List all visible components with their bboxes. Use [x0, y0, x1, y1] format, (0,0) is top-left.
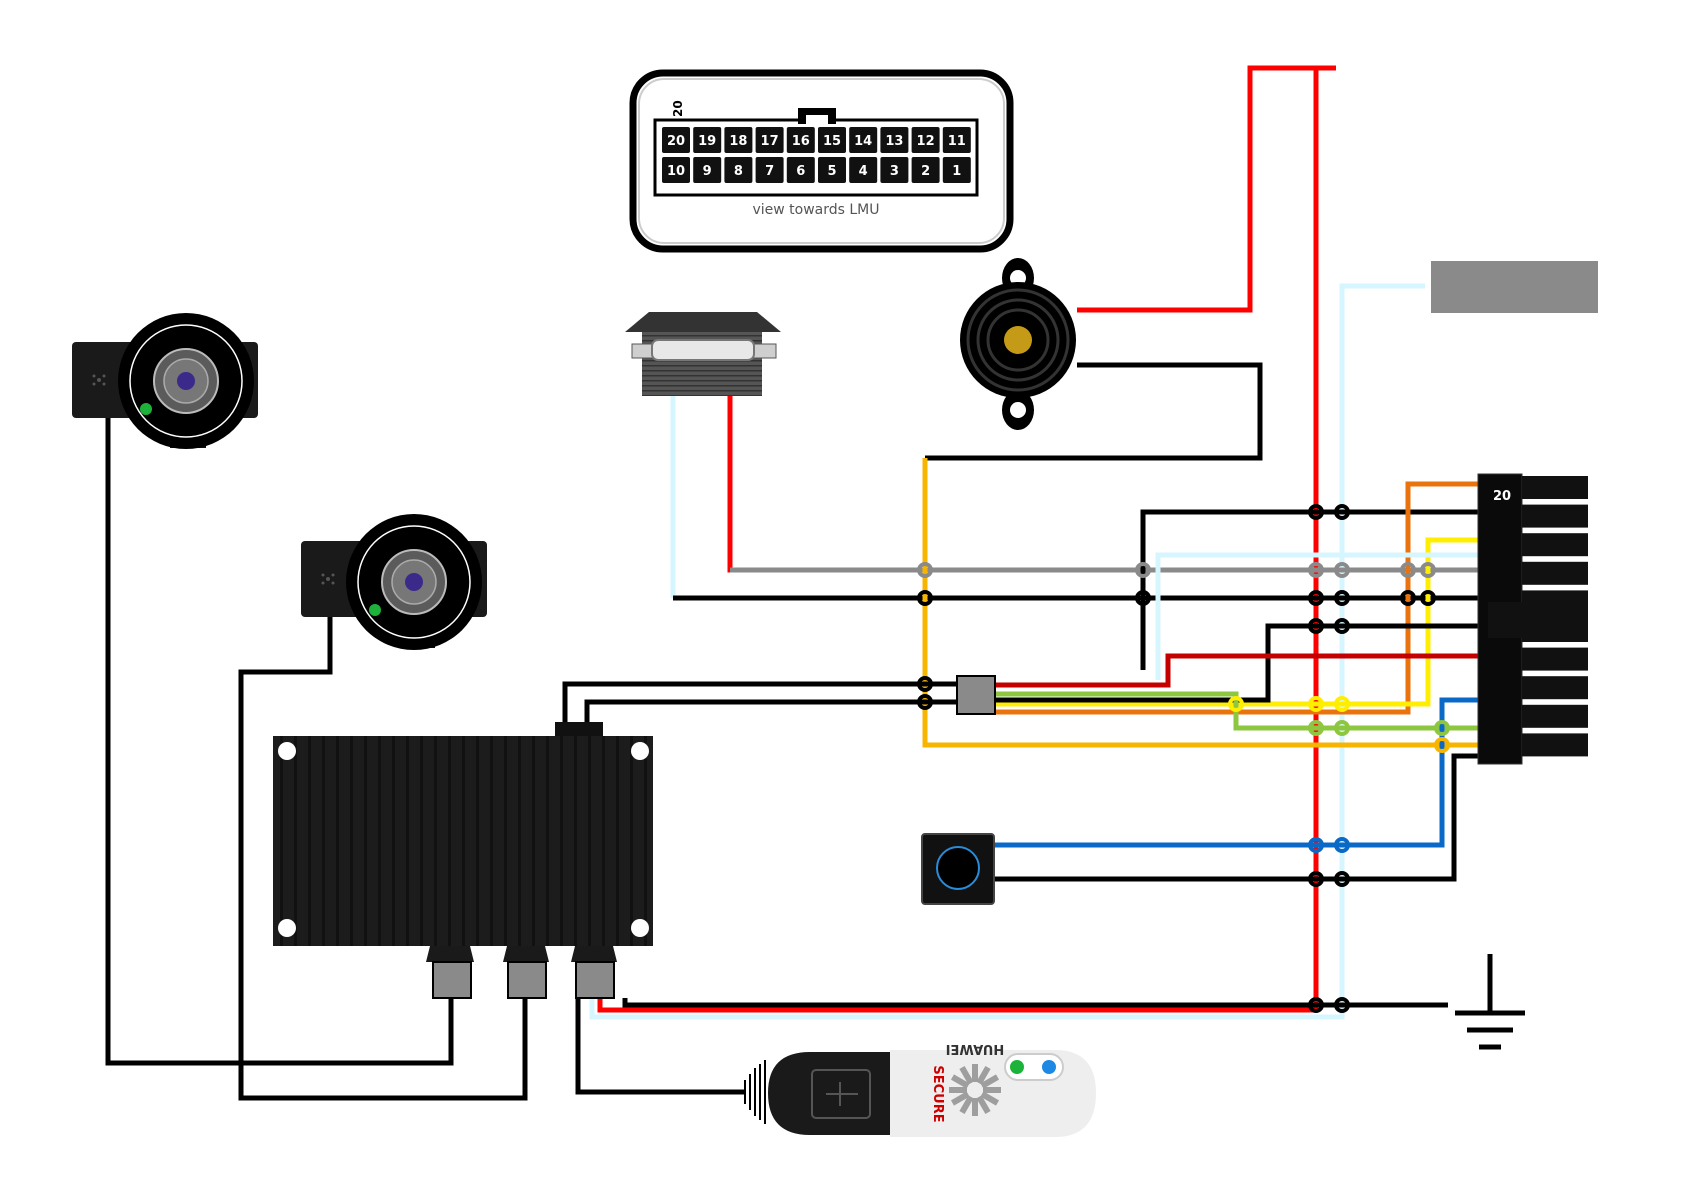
- gray-module: [1431, 261, 1598, 313]
- connector-pin-label: 5: [827, 164, 836, 179]
- connector-pin-label: 18: [729, 134, 747, 149]
- lmu-connector-fin: [1522, 648, 1588, 671]
- connector-pinout: 20 20 19 18 17 16 15 14 13 12 11 10 9 8 7 6 5 4 3 2 1 view …: [633, 73, 1010, 249]
- connector-pin-label: 9: [703, 164, 712, 179]
- connector-pin-label: 4: [859, 164, 868, 179]
- camera-1: [72, 313, 258, 449]
- connector-pin-label: 1: [952, 164, 961, 179]
- lmu-connector-fin: [1522, 505, 1588, 528]
- connector-caption: view towards LMU: [752, 202, 879, 218]
- connector-pin-label: 7: [765, 164, 774, 179]
- lmu-connector: 20: [1478, 474, 1588, 764]
- connector-pin-label: 6: [796, 164, 805, 179]
- wire-black-harness-2: [587, 702, 957, 722]
- lmu-connector-fin: [1522, 676, 1588, 699]
- connector-pin-label: 12: [917, 134, 935, 149]
- wire-crossings: [919, 506, 1448, 1011]
- usb-led-green: [1010, 1060, 1024, 1074]
- buzzer: [960, 258, 1076, 430]
- lmu-connector-fin: [1522, 733, 1588, 756]
- connector-top-pin-label: 20: [671, 100, 685, 117]
- wire-black-switch: [992, 756, 1478, 879]
- lmu-connector-fin: [1522, 476, 1588, 499]
- wire-ground: [625, 998, 1448, 1005]
- lmu-connector-fin: [1522, 533, 1588, 556]
- connector-pin-label: 19: [698, 134, 716, 149]
- usb-secure-label: SECURE: [930, 1065, 945, 1122]
- connector-pin-label: 10: [667, 164, 685, 179]
- connector-pin-label: 15: [823, 134, 841, 149]
- connector-pin-label: 2: [921, 164, 930, 179]
- lmu-connector-fin: [1522, 705, 1588, 728]
- connector-pin-label: 13: [885, 134, 903, 149]
- usb-modem: SECURE HUAWEI: [745, 1041, 1096, 1137]
- inline-connector: [957, 676, 995, 714]
- connector-pin-label: 20: [667, 134, 685, 149]
- connector-pin-label: 11: [948, 134, 966, 149]
- connector-pin-label: 8: [734, 164, 743, 179]
- gateway-unit: [273, 722, 653, 998]
- ground-symbol: [1455, 954, 1525, 1047]
- connector-pin-label: 16: [792, 134, 810, 149]
- wire-red-buzzer: [1077, 68, 1316, 310]
- connector-pin-label: 3: [890, 164, 899, 179]
- wire-red-button: [730, 392, 735, 570]
- panic-button: [625, 312, 781, 396]
- ibutton-reader: [922, 834, 994, 904]
- usb-brand-label: HUAWEI: [946, 1041, 1005, 1056]
- lmu-connector-fin: [1522, 562, 1588, 585]
- connector-pin-label: 14: [854, 134, 872, 149]
- usb-led-blue: [1042, 1060, 1056, 1074]
- lmu-connector-pin-label: 20: [1493, 489, 1511, 504]
- connector-pin-label: 17: [761, 134, 779, 149]
